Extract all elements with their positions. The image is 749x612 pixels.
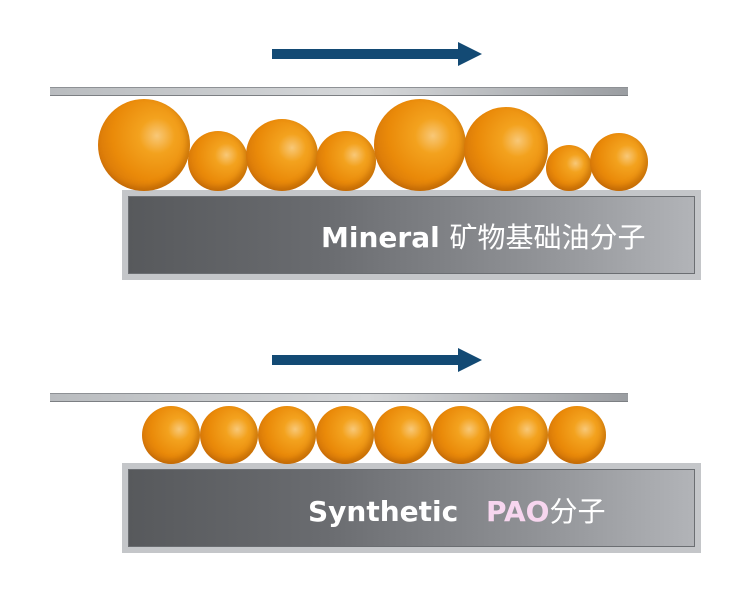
molecule-sphere (548, 406, 606, 464)
label-main: Synthetic (308, 495, 459, 528)
molecule-sphere (246, 119, 318, 191)
label-chinese: 分子 (549, 495, 606, 528)
molecule-sphere (590, 133, 648, 191)
motion-arrow-icon (272, 348, 482, 372)
label-main: Mineral (321, 221, 440, 254)
molecule-sphere (316, 406, 374, 464)
synthetic-label: Synthetic PAO分子 (308, 490, 605, 530)
molecule-sphere (188, 131, 248, 191)
base-plate (122, 190, 701, 280)
molecule-sphere (374, 406, 432, 464)
motion-arrow-icon (272, 42, 482, 66)
top-plate (50, 393, 628, 402)
label-chinese: 矿物基础油分子 (449, 221, 646, 254)
mineral-label: Mineral 矿物基础油分子 (321, 216, 645, 256)
molecule-sphere (200, 406, 258, 464)
top-plate (50, 87, 628, 96)
molecule-sphere (98, 99, 190, 191)
molecule-sphere (490, 406, 548, 464)
molecule-sphere (258, 406, 316, 464)
molecule-sphere (316, 131, 376, 191)
mineral-panel: Mineral 矿物基础油分子 (0, 0, 749, 300)
molecule-sphere (546, 145, 592, 191)
molecule-sphere (374, 99, 466, 191)
base-plate (122, 463, 701, 553)
synthetic-panel: Synthetic PAO分子 (0, 300, 749, 612)
molecule-sphere (432, 406, 490, 464)
molecule-sphere (142, 406, 200, 464)
label-accent: PAO (486, 495, 550, 528)
molecule-sphere (464, 107, 548, 191)
